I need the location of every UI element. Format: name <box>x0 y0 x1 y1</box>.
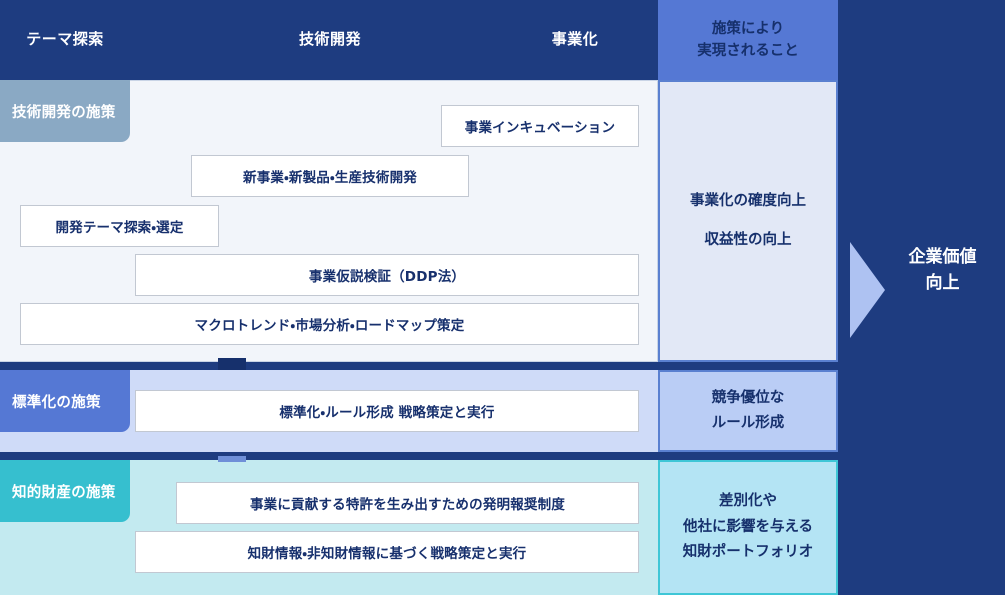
section-intellectual-property: 事業に貢献する特許を生み出すための発明報奨制度 知財情報・非知財情報に基づく戦略… <box>0 460 1005 595</box>
header-column-commercialization: 事業化 <box>551 30 599 49</box>
measure-box-standardization-rule-strategy[interactable]: 標準化・ルール形成 戦略策定と実行 <box>135 390 639 432</box>
section-tab-technology-development[interactable]: 技術開発の施策 <box>0 80 130 142</box>
measure-box-business-incubation[interactable]: 事業インキュベーション <box>441 105 639 147</box>
header-column-theme-exploration: テーマ探索 <box>26 30 104 49</box>
measure-box-business-hypothesis-ddp[interactable]: 事業仮説検証（DDP法） <box>135 254 639 296</box>
measure-box-invention-reward-system[interactable]: 事業に貢献する特許を生み出すための発明報奨制度 <box>176 482 639 524</box>
header-outcome-line-2: 実現されること <box>697 43 799 59</box>
outcome-line-ip-portfolio: 知財ポートフォリオ <box>682 544 814 561</box>
section-technology-body: 事業インキュベーション 新事業・新製品・生産技術開発 開発テーマ探索・選定 事業… <box>0 80 658 362</box>
section-outcome-technology: 事業化の確度向上 収益性の向上 <box>658 80 838 362</box>
outcome-line-profitability: 収益性の向上 <box>704 232 792 248</box>
outcome-line-competitive-advantage: 競争優位な <box>711 389 785 406</box>
section-standardization: 標準化・ルール形成 戦略策定と実行 標準化の施策 競争優位な ルール形成 <box>0 370 1005 452</box>
outcome-line-commercialization-accuracy: 事業化の確度向上 <box>690 192 806 209</box>
measure-box-development-theme-exploration[interactable]: 開発テーマ探索・選定 <box>20 205 219 247</box>
section-tab-intellectual-property[interactable]: 知的財産の施策 <box>0 460 130 522</box>
header-column-technology-development: 技術開発 <box>298 30 361 49</box>
vertical-rail <box>838 80 842 595</box>
section-divider-2 <box>0 452 1005 462</box>
outcome-line-rule-formation: ルール形成 <box>711 415 785 431</box>
divider-notch-icon <box>218 358 246 370</box>
diagram-header: テーマ探索 技術開発 事業化 施策により 実現されること <box>0 0 1005 80</box>
section-tab-standardization[interactable]: 標準化の施策 <box>0 370 130 432</box>
right-arrow-icon <box>845 240 890 340</box>
measure-box-macro-trend-market-roadmap[interactable]: マクロトレンド・市場分析・ロードマップ策定 <box>20 303 639 345</box>
divider-notch-icon <box>218 456 246 462</box>
corporate-value-line-1: 企業価値 <box>908 247 977 267</box>
section-outcome-standardization: 競争優位な ルール形成 <box>658 370 838 452</box>
outcome-line-differentiation: 差別化や <box>719 493 777 510</box>
section-outcome-ip: 差別化や 他社に影響を与える 知財ポートフォリオ <box>658 460 838 595</box>
header-outcome-title: 施策により 実現されること <box>658 0 838 80</box>
section-divider-1 <box>0 358 1005 370</box>
outcome-line-influence-others: 他社に影響を与える <box>682 518 814 535</box>
measure-box-ip-information-strategy[interactable]: 知財情報・非知財情報に基づく戦略策定と実行 <box>135 531 639 573</box>
header-outcome-line-1: 施策により <box>711 20 785 37</box>
section-technology-development: 事業インキュベーション 新事業・新製品・生産技術開発 開発テーマ探索・選定 事業… <box>0 80 1005 362</box>
corporate-value-line-2: 向上 <box>925 272 960 293</box>
corporate-value-label: 企業価値 向上 <box>880 245 1005 296</box>
measure-box-new-business-product-production-tech[interactable]: 新事業・新製品・生産技術開発 <box>191 155 469 197</box>
